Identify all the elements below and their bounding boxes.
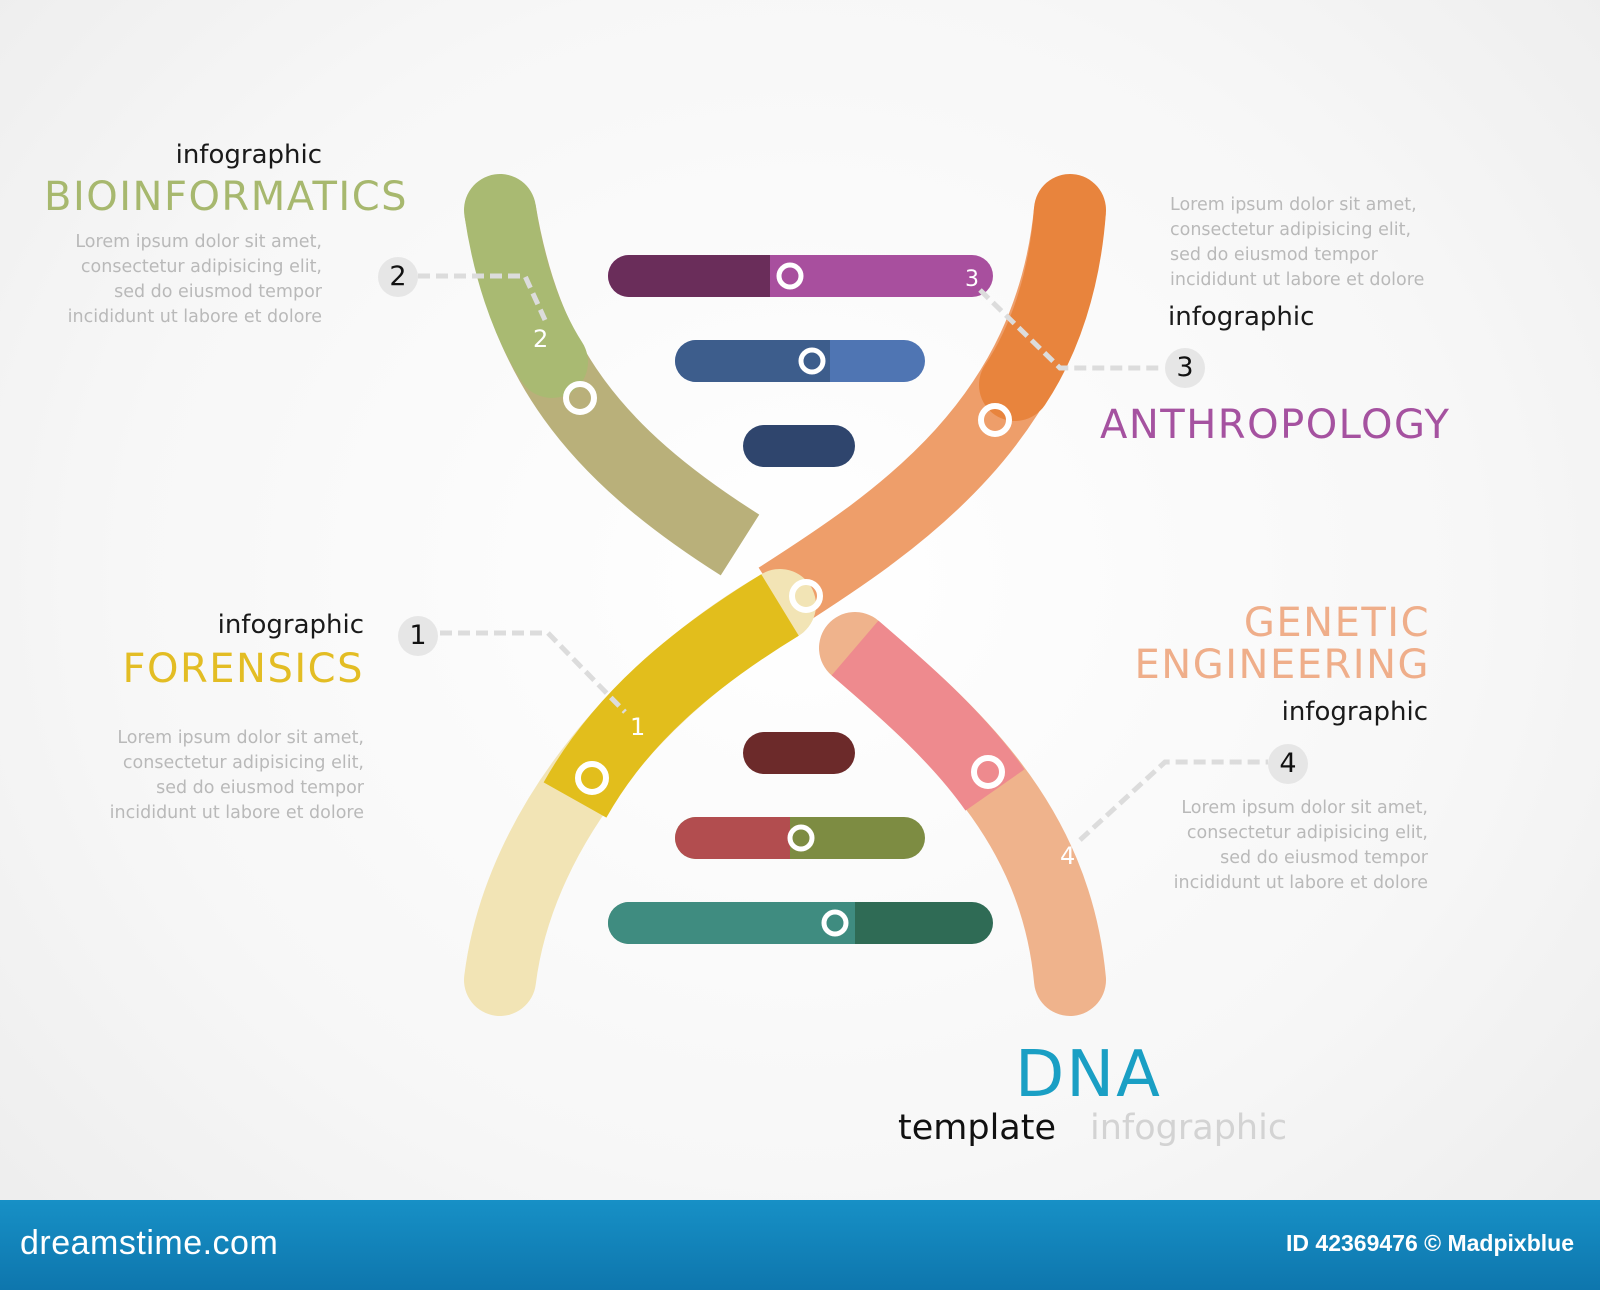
number-badge-1: 1 xyxy=(398,616,438,656)
genetic-engineering-kicker: infographic xyxy=(1281,697,1428,727)
rung-4 xyxy=(743,732,855,774)
puzzle-connector-icon xyxy=(789,579,823,613)
rung-5 xyxy=(675,817,925,859)
puzzle-connector-icon xyxy=(575,761,609,795)
puzzle-connector-icon xyxy=(978,403,1012,437)
infographic-label: infographic xyxy=(1090,1108,1288,1148)
bioinformatics-kicker: infographic xyxy=(175,140,322,170)
rung-6 xyxy=(608,902,993,944)
strand-number-4: 4 xyxy=(1060,842,1075,870)
puzzle-connector-icon xyxy=(971,755,1005,789)
forensics-title: FORENSICS xyxy=(122,646,364,692)
dna-title: DNA xyxy=(1015,1038,1162,1112)
number-badge-2: 2 xyxy=(378,257,418,297)
anthropology-body: Lorem ipsum dolor sit amet, consectetur … xyxy=(1170,195,1425,290)
svg-text:3: 3 xyxy=(965,267,979,292)
bioinformatics-body: Lorem ipsum dolor sit amet, consectetur … xyxy=(67,232,322,327)
number-badge-4: 4 xyxy=(1268,744,1308,784)
genetic-engineering-body: Lorem ipsum dolor sit amet, consectetur … xyxy=(1173,798,1428,893)
forensics-kicker: infographic xyxy=(217,610,364,640)
dna-helix-illustration: 3 2 1 4 xyxy=(418,174,1268,1016)
footer-bar: dreamstime.com ID 42369476 © Madpixblue xyxy=(0,1200,1600,1290)
strand-right xyxy=(758,174,1106,629)
bioinformatics-title: BIOINFORMATICS xyxy=(44,174,409,220)
strand-left-upper xyxy=(464,174,760,576)
rung-3 xyxy=(743,425,855,467)
leader-lines xyxy=(418,273,1268,842)
puzzle-connector-icon xyxy=(563,381,597,415)
strand-number-2: 2 xyxy=(533,325,548,353)
genetic-engineering-title: GENETIC ENGINEERING xyxy=(1134,600,1430,688)
image-credit: ID 42369476 © Madpixblue xyxy=(1286,1230,1574,1256)
anthropology-kicker: infographic xyxy=(1168,302,1315,332)
rung-2 xyxy=(675,340,925,382)
template-label: template xyxy=(898,1108,1056,1148)
brand-logo[interactable]: dreamstime.com xyxy=(20,1224,279,1262)
strand-number-1: 1 xyxy=(630,713,645,741)
rung-1: 3 xyxy=(608,255,993,297)
number-badge-3: 3 xyxy=(1165,348,1205,388)
anthropology-title: ANTHROPOLOGY xyxy=(1100,402,1451,448)
forensics-body: Lorem ipsum dolor sit amet, consectetur … xyxy=(109,728,364,823)
strand-right-lower xyxy=(819,612,1106,1016)
strand-left-lower xyxy=(464,569,823,1016)
